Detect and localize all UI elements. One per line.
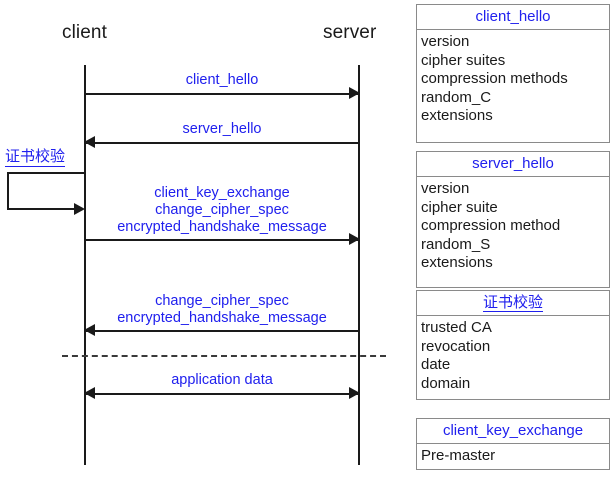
info-box-body-client-hello: version cipher suites compression method… [417,30,609,129]
handshake-complete-separator [62,355,386,357]
self-message-label-certificate-verification: 证书校验 [5,147,66,167]
arrowhead-right-icon [349,233,360,245]
message-label-encrypted-handshake-message-2: encrypted_handshake_message [117,310,327,326]
message-line-client-hello [85,93,359,95]
info-item: extensions [421,254,493,271]
actor-label-server: server [323,22,377,43]
info-box-title-client-hello: client_hello [417,5,609,30]
info-item: random_S [421,235,491,253]
info-box-certificate-verification: 证书校验 trusted CA revocation date domain [416,290,610,400]
message-label-client-hello: client_hello [185,72,259,88]
sequence-diagram: client server client_hello server_hello … [0,22,386,465]
arrowhead-right-icon [349,387,360,399]
message-label-change-cipher-spec: change_cipher_spec [155,202,289,218]
info-item: revocation [421,337,491,355]
info-box-server-hello: server_hello version cipher suite compre… [416,151,610,288]
arrowhead-right-icon [74,203,85,215]
message-label-client-key-exchange: client_key_exchange [154,185,290,201]
info-item: version [421,180,470,197]
message-client-hello[interactable]: client_hello [85,72,360,99]
info-item: version [421,33,470,50]
lifeline-server [358,65,360,465]
info-item: trusted CA [421,319,492,336]
message-label-change-cipher-spec-2: change_cipher_spec [155,293,289,309]
message-label-encrypted-handshake-message: encrypted_handshake_message [117,219,327,235]
self-loop-bottom-segment [7,208,77,210]
lifeline-client [84,65,86,465]
info-item: date [421,356,451,373]
info-item: compression methods [421,70,568,87]
info-box-title-certificate-verification: 证书校验 [417,291,609,316]
info-item: cipher suite [421,198,498,216]
info-item: Pre-master [421,447,496,464]
info-item: compression method [421,217,561,234]
info-box-client-key-exchange: client_key_exchange Pre-master [416,418,610,470]
arrowhead-left-icon [84,387,95,399]
arrowhead-right-icon [349,87,360,99]
info-box-body-client-key-exchange: Pre-master [417,444,609,469]
message-line-application-data [85,393,359,395]
info-box-client-hello: client_hello version cipher suites compr… [416,4,610,143]
self-message-certificate-verification[interactable]: 证书校验 [0,140,90,215]
info-item: domain [421,374,471,392]
message-line-server-change-cipher [85,330,359,332]
message-label-server-hello: server_hello [182,121,262,137]
info-box-title-server-hello: server_hello [417,152,609,177]
self-loop-left-segment [7,172,9,210]
message-line-client-key-exchange [85,239,359,241]
info-item: random_C [421,88,492,106]
info-item: cipher suites [421,51,506,69]
message-application-data[interactable]: application data [84,372,360,399]
arrowhead-left-icon [84,324,95,336]
info-box-body-server-hello: version cipher suite compression method … [417,177,609,276]
message-line-server-hello [85,142,359,144]
info-item: extensions [421,107,493,124]
message-server-hello[interactable]: server_hello [84,121,359,148]
actor-label-client: client [62,22,107,43]
message-server-change-cipher-group[interactable]: change_cipher_spec encrypted_handshake_m… [84,293,359,336]
self-loop-top-segment [7,172,85,174]
arrowhead-left-icon [84,136,95,148]
message-client-key-exchange-group[interactable]: client_key_exchange change_cipher_spec e… [85,185,360,245]
message-label-application-data: application data [171,372,273,388]
info-box-title-client-key-exchange: client_key_exchange [417,419,609,444]
info-box-title-underline-text: 证书校验 [482,293,543,312]
info-box-body-certificate-verification: trusted CA revocation date domain [417,316,609,396]
